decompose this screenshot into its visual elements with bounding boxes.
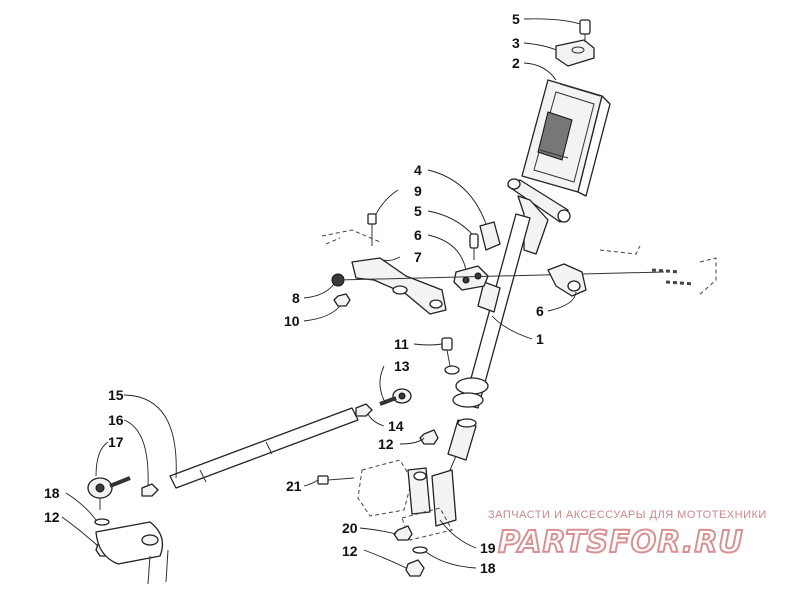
right-studs xyxy=(599,245,717,297)
spindle-arm xyxy=(95,521,169,585)
tie-rod-end-13 xyxy=(379,388,412,406)
nut-20 xyxy=(393,525,413,541)
callout-13: 13 xyxy=(394,358,410,374)
callout-10: 10 xyxy=(284,313,300,329)
callout-5-mid: 5 xyxy=(414,203,422,219)
left-frame-hint xyxy=(321,229,381,245)
bolt-21 xyxy=(317,475,355,485)
callout-7: 7 xyxy=(414,249,422,265)
clamp-bolt xyxy=(579,19,591,42)
callout-9: 9 xyxy=(414,183,422,199)
watermark: ЗАПЧАСТИ И АКСЕССУАРЫ ДЛЯ МОТОТЕХНИКИ PA… xyxy=(488,509,767,561)
callout-11: 11 xyxy=(394,336,409,352)
callout-16: 16 xyxy=(108,412,124,428)
jam-nut-16 xyxy=(141,483,159,497)
callout-2: 2 xyxy=(512,55,520,71)
washer-18-left xyxy=(94,518,110,526)
nut-12-bottom xyxy=(405,559,425,577)
callout-21: 21 xyxy=(286,478,302,494)
callout-8: 8 xyxy=(292,290,300,306)
callout-15: 15 xyxy=(108,387,124,403)
callout-3: 3 xyxy=(512,35,520,51)
callout-6-left: 6 xyxy=(414,227,422,243)
left-mount-bracket xyxy=(351,257,447,315)
callout-19: 19 xyxy=(480,540,496,556)
watermark-caption: ЗАПЧАСТИ И АКСЕССУАРЫ ДЛЯ МОТОТЕХНИКИ xyxy=(488,509,767,521)
tie-rod-15 xyxy=(169,407,359,489)
steering-post xyxy=(447,213,531,471)
leader-lines xyxy=(61,18,581,569)
callout-5-top: 5 xyxy=(512,11,520,27)
tie-rod-end-17 xyxy=(87,476,131,510)
watermark-brand: PARTSFOR.RU xyxy=(498,525,744,560)
callout-18-bottom: 18 xyxy=(480,560,496,576)
steering-bracket xyxy=(479,221,501,251)
callout-6-right: 6 xyxy=(536,303,544,319)
handlebar-clamp xyxy=(555,39,595,67)
callout-labels: 5 3 2 4 9 5 6 7 8 10 6 1 11 13 14 12 15 … xyxy=(44,11,544,576)
callout-12-left: 12 xyxy=(44,509,60,525)
handlebar-riser xyxy=(507,178,571,255)
callout-17: 17 xyxy=(108,434,124,450)
bracket-bolt xyxy=(469,233,479,260)
callout-18-left: 18 xyxy=(44,485,60,501)
nut-10 xyxy=(333,293,351,307)
bushing-block-center xyxy=(453,265,489,291)
jam-nut-14 xyxy=(355,403,373,417)
callout-12-mid: 12 xyxy=(378,436,394,452)
handlebar-pad xyxy=(521,79,611,197)
callout-12-bottom: 12 xyxy=(342,543,358,559)
lower-bracket xyxy=(357,459,457,541)
nut-12-mid xyxy=(419,429,439,445)
bushing-block-right xyxy=(547,263,587,297)
callout-4: 4 xyxy=(414,162,422,178)
callout-14: 14 xyxy=(388,418,404,434)
callout-1: 1 xyxy=(536,331,544,347)
washer-18-bottom xyxy=(412,546,428,554)
bolt-9 xyxy=(367,213,377,246)
bolt-11 xyxy=(441,337,460,375)
callout-20: 20 xyxy=(342,520,358,536)
